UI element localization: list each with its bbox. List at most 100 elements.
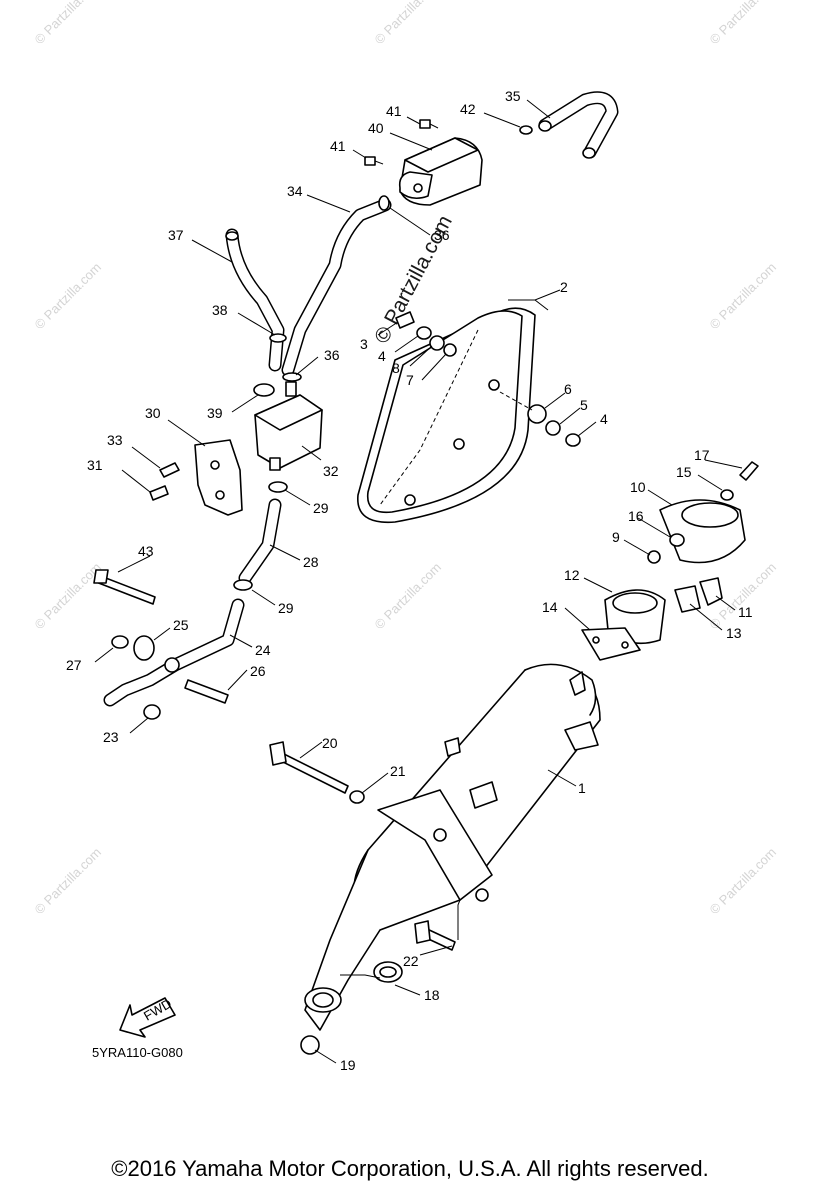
callout-27: 27 — [66, 657, 82, 673]
callout-43: 43 — [138, 543, 154, 559]
pad-11 — [699, 577, 723, 606]
callout-11: 11 — [738, 604, 753, 620]
callout-16: 16 — [628, 508, 644, 524]
callout-38: 38 — [212, 302, 228, 318]
bolt-3 — [395, 311, 415, 329]
fwd-arrow-icon: FWD — [119, 996, 176, 1038]
callout-19: 19 — [340, 1057, 356, 1073]
valve-32 — [254, 381, 323, 471]
watermark: © Partzilla.com — [707, 0, 780, 47]
leader-lines — [94, 99, 743, 1064]
hose-clamp-38 — [269, 333, 287, 343]
callout-7: 7 — [406, 372, 414, 388]
bolt-43 — [93, 569, 156, 605]
cap-23 — [143, 704, 161, 720]
callout-39: 39 — [207, 405, 223, 421]
oring-36-b — [282, 372, 302, 382]
callout-30: 30 — [145, 405, 161, 421]
callout-42: 42 — [460, 101, 476, 117]
bolt-41-b — [364, 156, 384, 166]
gasket-18 — [373, 961, 403, 983]
bracket-30 — [194, 439, 243, 516]
callout-10: 10 — [630, 479, 646, 495]
collar-25 — [133, 635, 155, 661]
callout-40: 40 — [368, 120, 384, 136]
hose-35 — [538, 91, 619, 159]
callout-2: 2 — [560, 279, 568, 295]
washer-4-a — [416, 326, 432, 340]
washer-27 — [111, 635, 129, 649]
watermark: © Partzilla.com — [32, 560, 105, 633]
callout-5: 5 — [580, 397, 588, 413]
washer-16 — [669, 533, 685, 547]
callout-34: 34 — [287, 183, 303, 199]
callout-37: 37 — [168, 227, 184, 243]
hose-28 — [238, 498, 282, 585]
callout-4-b: 4 — [600, 411, 608, 427]
grommet-6 — [527, 404, 547, 424]
callout-28: 28 — [303, 554, 319, 570]
pad-13 — [674, 585, 701, 613]
watermark: © Partzilla.com — [707, 845, 780, 918]
watermark: © Partzilla.com — [32, 845, 105, 918]
grommet-8 — [429, 335, 445, 351]
callout-41-b: 41 — [330, 138, 346, 154]
callout-31: 31 — [87, 457, 103, 473]
callout-24: 24 — [255, 642, 271, 658]
muffler-1 — [304, 663, 601, 1031]
washer-4-b — [565, 433, 581, 447]
watermark: © Partzilla.com — [32, 260, 105, 333]
callout-18: 18 — [424, 987, 440, 1003]
bolt-19 — [300, 1035, 320, 1055]
watermark: © Partzilla.com — [707, 260, 780, 333]
callout-36-a: 36 — [434, 227, 450, 243]
watermark: © Partzilla.com — [372, 560, 445, 633]
collar-7 — [443, 343, 457, 357]
callout-25: 25 — [173, 617, 189, 633]
callout-1: 1 — [578, 780, 586, 796]
callout-21: 21 — [390, 763, 406, 779]
bolt-26 — [184, 679, 229, 704]
callout-4-a: 4 — [378, 348, 386, 364]
washer-15 — [720, 489, 734, 501]
callout-labels: 35 42 41 40 41 34 37 38 36 36 2 3 4 8 7 … — [66, 88, 753, 1073]
callout-12: 12 — [564, 567, 580, 583]
clamp-29-b — [233, 579, 253, 591]
callout-35: 35 — [505, 88, 521, 104]
copyright-notice: ©2016 Yamaha Motor Corporation, U.S.A. A… — [111, 1156, 709, 1181]
callout-3: 3 — [360, 336, 368, 352]
pipe-24 — [103, 598, 245, 707]
callout-17: 17 — [694, 447, 710, 463]
washer-21 — [349, 790, 365, 804]
callout-9: 9 — [612, 529, 620, 545]
clamp-29-a — [268, 481, 288, 493]
callout-29-a: 29 — [313, 500, 329, 516]
cap-10 — [659, 499, 746, 564]
callout-14: 14 — [542, 599, 558, 615]
hose-37 — [225, 228, 285, 372]
collar-5 — [545, 420, 561, 436]
callout-20: 20 — [322, 735, 338, 751]
callout-32: 32 — [323, 463, 339, 479]
hose-34 — [281, 198, 392, 377]
bolt-31 — [149, 485, 169, 501]
callout-15: 15 — [676, 464, 692, 480]
gasket-14 — [581, 627, 641, 661]
callout-8: 8 — [392, 360, 400, 376]
protector-2 — [357, 307, 536, 524]
bolt-17 — [739, 461, 759, 481]
bolt-22 — [414, 920, 456, 951]
callout-22: 22 — [403, 953, 419, 969]
canister-40 — [398, 137, 483, 206]
diagram-code: 5YRA110-G080 — [92, 1045, 183, 1060]
clamp-39 — [253, 383, 275, 397]
clip-36-a — [378, 195, 390, 211]
callout-29-b: 29 — [278, 600, 294, 616]
watermark: © Partzilla.com — [32, 0, 105, 47]
callout-6: 6 — [564, 381, 572, 397]
clip-42 — [519, 125, 533, 135]
callout-13: 13 — [726, 625, 742, 641]
callout-36-b: 36 — [324, 347, 340, 363]
callout-26: 26 — [250, 663, 266, 679]
